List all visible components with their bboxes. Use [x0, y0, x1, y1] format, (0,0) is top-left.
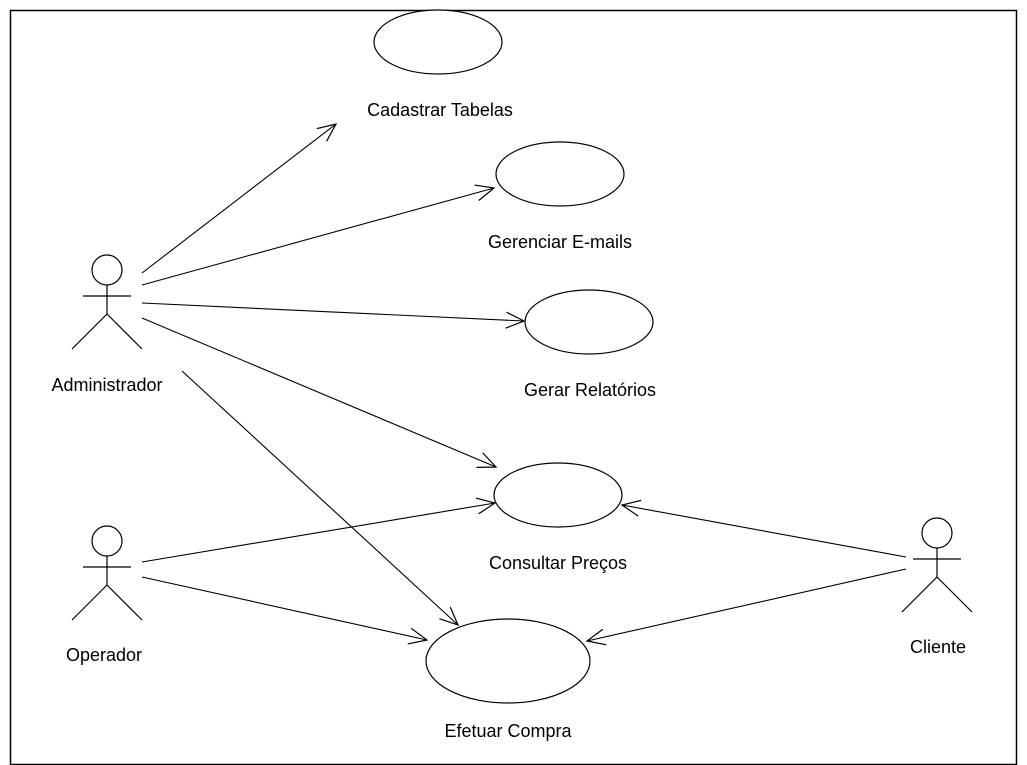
actor-label: Operador — [66, 645, 142, 665]
use-case-label: Cadastrar Tabelas — [367, 100, 513, 120]
actor-label: Cliente — [910, 637, 966, 657]
actor-right-leg — [106, 313, 143, 350]
use-case-efetuar-compra[interactable]: Efetuar Compra — [425, 618, 591, 741]
actor-right-leg — [106, 584, 143, 621]
use-case-gerenciar-emails[interactable]: Gerenciar E-mails — [488, 141, 632, 252]
use-case-gerar-relatorios[interactable]: Gerar Relatórios — [524, 289, 656, 400]
actor-left-leg — [901, 576, 938, 613]
use-case-label: Efetuar Compra — [444, 721, 572, 741]
association-operador-efetuar-compra — [141, 576, 427, 640]
association-administrador-efetuar-compra — [181, 370, 458, 625]
use-case-label: Gerenciar E-mails — [488, 232, 632, 252]
use-case-consultar-precos[interactable]: Consultar Preços — [489, 462, 627, 573]
actor-right-leg — [936, 576, 973, 613]
associations — [141, 124, 907, 641]
actor-head — [91, 525, 123, 557]
actor-head — [921, 517, 953, 549]
association-administrador-consultar-precos — [141, 317, 496, 467]
association-cliente-efetuar-compra — [587, 568, 907, 641]
use-case-ellipse — [425, 618, 591, 704]
use-case-ellipse — [493, 462, 623, 528]
use-case-ellipse — [495, 141, 625, 207]
use-case-ellipse — [524, 289, 654, 355]
association-operador-consultar-precos — [141, 503, 495, 563]
use-case-label: Gerar Relatórios — [524, 380, 656, 400]
actor-cliente[interactable]: Cliente — [901, 517, 973, 657]
association-cliente-consultar-precos — [622, 505, 907, 558]
actor-label: Administrador — [51, 375, 162, 395]
actor-left-leg — [71, 584, 108, 621]
actor-left-leg — [71, 313, 108, 350]
use-case-cadastrar-tabelas[interactable]: Cadastrar Tabelas — [367, 9, 513, 120]
actor-administrador[interactable]: Administrador — [51, 254, 163, 395]
association-administrador-gerar-relatorios — [141, 302, 524, 321]
use-case-label: Consultar Preços — [489, 553, 627, 573]
association-administrador-gerenciar-emails — [141, 188, 494, 286]
actor-head — [91, 254, 123, 286]
association-administrador-cadastrar-tabelas — [141, 124, 336, 274]
actor-operador[interactable]: Operador — [66, 525, 143, 665]
use-case-ellipse — [373, 9, 503, 75]
